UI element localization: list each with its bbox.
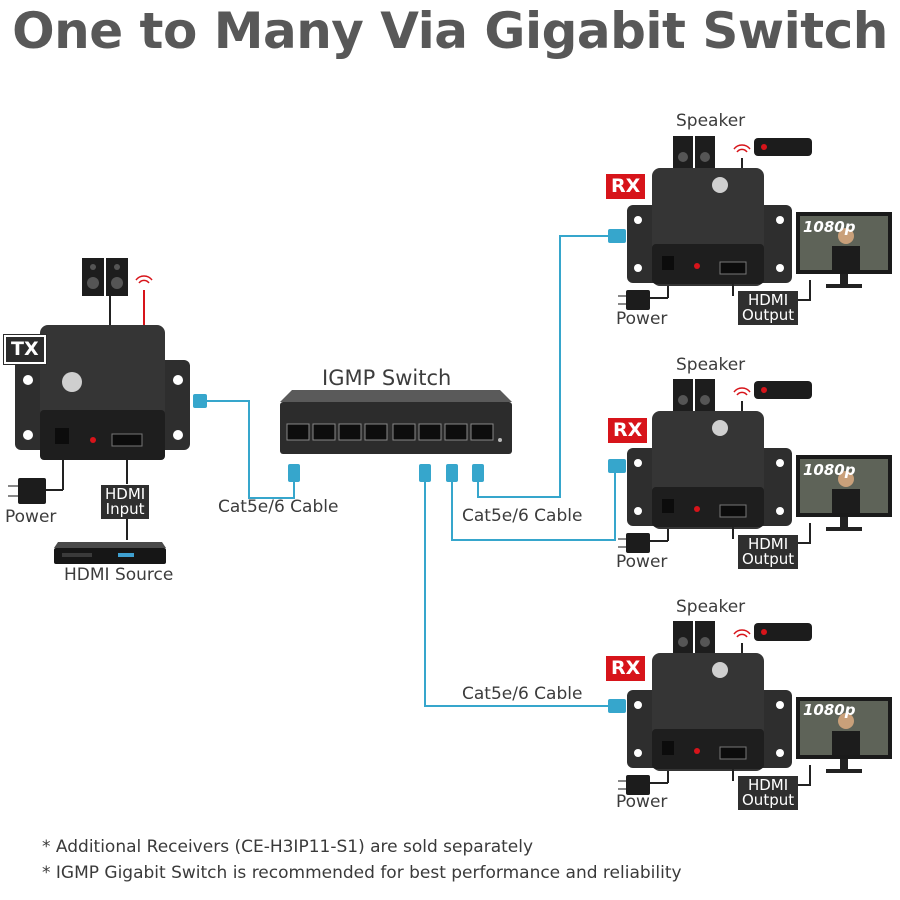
rx1-remote-icon <box>754 138 812 156</box>
igmp-switch <box>280 390 512 454</box>
rx1-output-line2: Output <box>742 306 794 324</box>
rx1-resolution: 1080p <box>803 218 856 236</box>
footnote-2: * IGMP Gigabit Switch is recommended for… <box>42 863 682 883</box>
rx3-ir-sensor-icon <box>734 630 750 637</box>
rj45-plug-icon <box>472 464 484 482</box>
rx1-speaker-icon <box>673 136 715 168</box>
tx-tag: TX <box>4 335 46 364</box>
page-title: One to Many Via Gigabit Switch <box>0 2 900 60</box>
rx2-power-label: Power <box>616 552 667 572</box>
tx-power-adapter-icon <box>8 478 46 504</box>
rx3-hdmi-output-label: HDMI Output <box>738 776 798 810</box>
rx1-tag: RX <box>606 174 645 199</box>
rj45-plug-icon <box>608 699 626 713</box>
rx3-device <box>627 653 792 771</box>
rx3-remote-icon <box>754 623 812 641</box>
tx-power-label: Power <box>5 507 56 527</box>
hdmi-source-label: HDMI Source <box>64 565 173 585</box>
rx3-power-label: Power <box>616 792 667 812</box>
rx3-output-line2: Output <box>742 791 794 809</box>
rx1-power-label: Power <box>616 309 667 329</box>
rx2-power-adapter-icon <box>618 533 650 553</box>
rx1-device <box>627 168 792 286</box>
rx2-output-line2: Output <box>742 550 794 568</box>
rj45-plug-icon <box>608 229 626 243</box>
rx1-speaker-label: Speaker <box>676 111 745 131</box>
rx3-tag: RX <box>606 656 645 681</box>
tx-hdmi-input-line2: Input <box>106 500 145 518</box>
rx-cable-label-2: Cat5e/6 Cable <box>462 684 582 704</box>
tx-ir-sensor-icon <box>136 276 152 283</box>
rx-cable-label-1: Cat5e/6 Cable <box>462 506 582 526</box>
rj45-plug-icon <box>288 464 300 482</box>
rx3-speaker-icon <box>673 621 715 653</box>
rx1-cable <box>478 236 610 497</box>
rx3-resolution: 1080p <box>803 701 856 719</box>
rx2-tag: RX <box>608 418 647 443</box>
rx1-power-adapter-icon <box>618 290 650 310</box>
rj45-plug-icon <box>446 464 458 482</box>
rx2-hdmi-output-label: HDMI Output <box>738 535 798 569</box>
rx2-remote-icon <box>754 381 812 399</box>
rx2-ir-sensor-icon <box>734 388 750 395</box>
tx-hdmi-input-label: HDMI Input <box>101 485 149 519</box>
tx-cable-label: Cat5e/6 Cable <box>218 497 338 517</box>
rx3-speaker-label: Speaker <box>676 597 745 617</box>
switch-label: IGMP Switch <box>322 366 451 390</box>
rx2-speaker-icon <box>673 379 715 411</box>
rj45-plug-icon <box>193 394 207 408</box>
hdmi-source-player-icon <box>54 542 166 564</box>
rx2-resolution: 1080p <box>803 461 856 479</box>
rj45-plug-icon <box>419 464 431 482</box>
tx-speaker-icon <box>82 258 128 296</box>
footnote-1: * Additional Receivers (CE-H3IP11-S1) ar… <box>42 837 533 857</box>
rj45-plug-icon <box>608 459 626 473</box>
rx1-hdmi-output-label: HDMI Output <box>738 291 798 325</box>
rx2-device <box>627 411 792 529</box>
rx2-speaker-label: Speaker <box>676 355 745 375</box>
rx1-ir-sensor-icon <box>734 145 750 152</box>
